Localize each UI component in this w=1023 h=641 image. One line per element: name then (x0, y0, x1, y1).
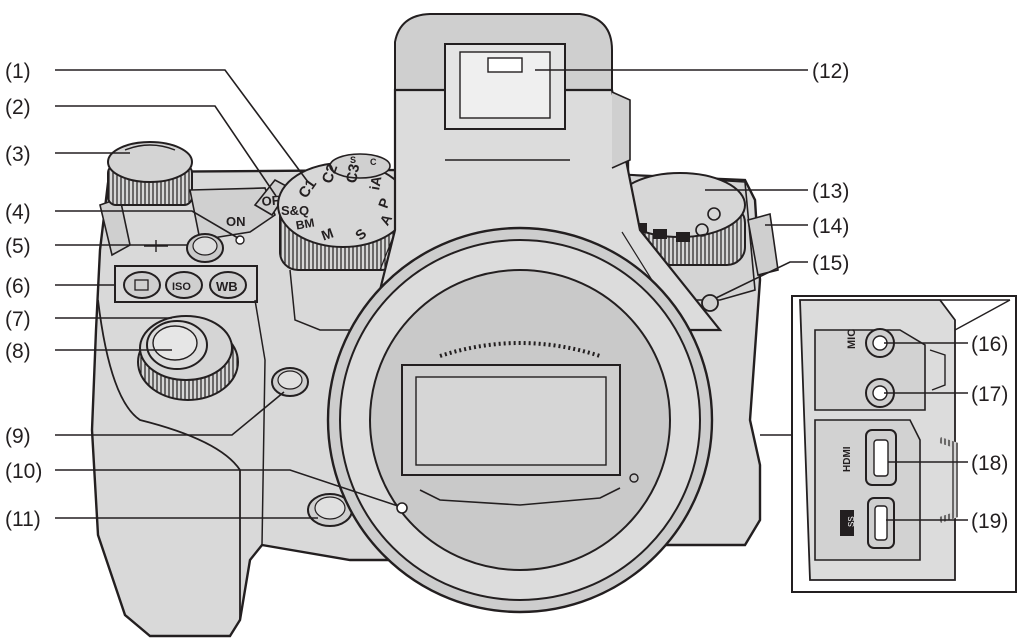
callout-11: (11) (5, 508, 41, 531)
callout-labels: (1) (2) (3) (4) (5) (6) (7) (8) (9) (10)… (5, 60, 1008, 533)
af-assist-lamp (701, 294, 719, 312)
svg-text:HDMI: HDMI (842, 446, 853, 472)
svg-text:BM: BM (295, 216, 316, 233)
svg-text:iA: iA (366, 175, 384, 192)
svg-text:WB: WB (216, 279, 238, 294)
callout-8: (8) (5, 340, 31, 363)
callout-15: (15) (812, 252, 849, 275)
grip-contour (97, 299, 241, 620)
front-dial (107, 141, 193, 206)
strap-lug-right (747, 212, 779, 276)
svg-text:C: C (370, 157, 377, 167)
callout-2: (2) (5, 96, 31, 119)
control-dial (137, 315, 239, 401)
callout-1: (1) (5, 60, 31, 83)
callout-19: (19) (971, 510, 1008, 533)
callout-4: (4) (5, 201, 31, 224)
svg-text:SS: SS (847, 516, 856, 527)
callout-16: (16) (971, 333, 1008, 356)
callout-3: (3) (5, 143, 31, 166)
lens-mount (326, 226, 714, 614)
mode-dial: C1 C2 C3 iA P A S M BM S&Q S C (277, 153, 409, 271)
callout-12: (12) (812, 60, 849, 83)
callout-9: (9) (5, 425, 31, 448)
lens-release-dot (396, 502, 408, 514)
callout-10: (10) (5, 460, 42, 483)
svg-text:C3: C3 (343, 163, 363, 185)
terminal-inset: MIC HDMI SS (791, 295, 1017, 593)
video-rec-button (144, 233, 224, 263)
callout-5: (5) (5, 235, 31, 258)
svg-text:C2: C2 (319, 162, 342, 186)
callout-7: (7) (5, 308, 31, 331)
leader-lines (55, 69, 968, 521)
svg-text:S: S (350, 155, 356, 165)
callout-6: (6) (5, 275, 31, 298)
svg-text:ISO: ISO (172, 281, 191, 293)
svg-text:S&Q: S&Q (281, 203, 309, 218)
function-buttons: ISO WB (114, 265, 258, 303)
callout-13: (13) (812, 180, 849, 203)
callout-14: (14) (812, 215, 849, 238)
svg-text:M: M (319, 225, 335, 244)
svg-text:MIC: MIC (846, 329, 858, 349)
callout-18: (18) (971, 452, 1008, 475)
preview-button (271, 367, 309, 397)
callout-17: (17) (971, 383, 1008, 406)
svg-text:ON: ON (226, 214, 246, 229)
